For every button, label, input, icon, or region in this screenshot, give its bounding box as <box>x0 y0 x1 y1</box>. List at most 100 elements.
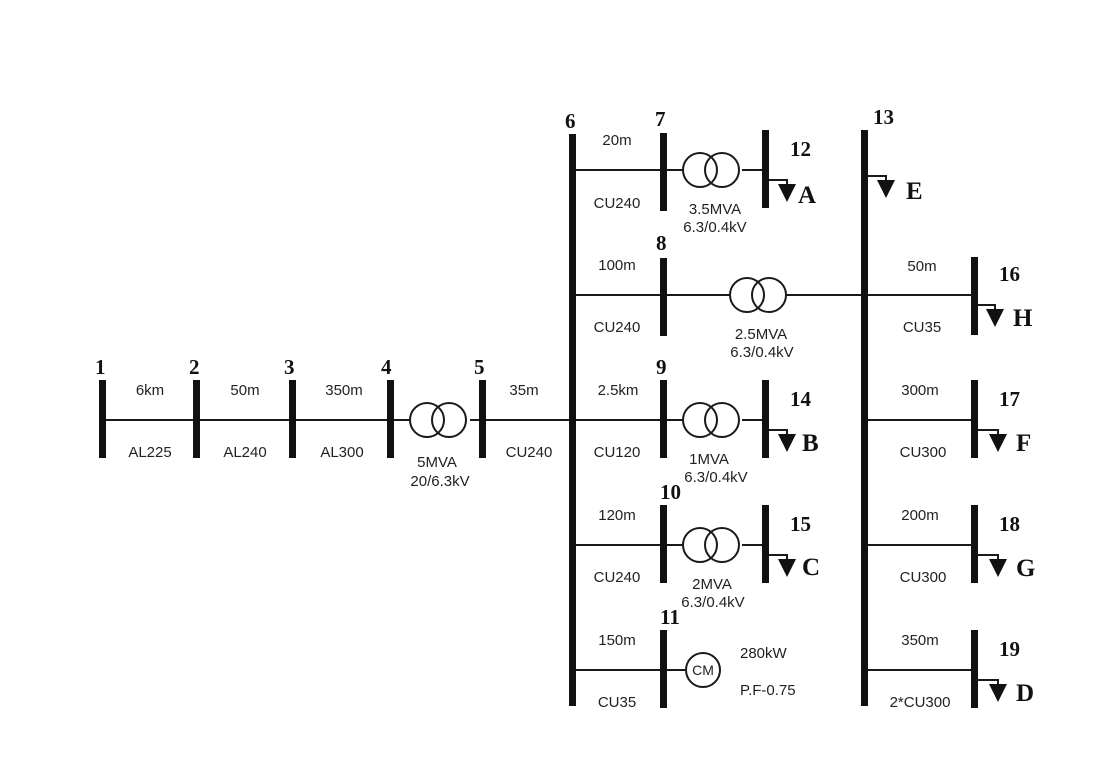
line-6-8-length: 100m <box>598 257 636 274</box>
line-6-9-cable: CU120 <box>594 444 641 461</box>
load-g-label: G <box>1016 555 1035 582</box>
wires <box>102 169 999 686</box>
load-c-label: C <box>802 554 820 581</box>
bus-17 <box>971 380 978 458</box>
line-5-6-cable: CU240 <box>506 444 553 461</box>
bus-11-label: 11 <box>660 605 680 629</box>
line-labels: 6km AL225 50m AL240 350m AL300 35m CU240… <box>128 132 950 711</box>
bus-15-label: 15 <box>790 512 811 536</box>
bus-7 <box>660 133 667 211</box>
bus-1 <box>99 380 106 458</box>
load-c-arrow-icon <box>778 559 796 577</box>
bus-18-label: 18 <box>999 512 1020 536</box>
line-6-10-cable: CU240 <box>594 569 641 586</box>
line-13-17-cable: CU300 <box>900 444 947 461</box>
bus-9-label: 9 <box>656 355 667 379</box>
line-13-18-length: 200m <box>901 507 939 524</box>
bus-15 <box>762 505 769 583</box>
line-2-3-length: 50m <box>230 382 259 399</box>
transformer-4-5-rating: 5MVA <box>417 454 457 471</box>
line-13-17-length: 300m <box>901 382 939 399</box>
bus-11 <box>660 630 667 708</box>
load-d-label: D <box>1016 680 1034 707</box>
transformer-10-15-rating: 2MVA <box>692 576 732 593</box>
bus-12 <box>762 130 769 208</box>
bus-4-label: 4 <box>381 355 392 379</box>
transformer-4-5-voltage: 20/6.3kV <box>410 473 469 490</box>
line-6-9-length: 2.5km <box>598 382 639 399</box>
load-d-arrow-icon <box>989 684 1007 702</box>
bus-5-label: 5 <box>474 355 485 379</box>
bus-8 <box>660 258 667 336</box>
line-1-2-length: 6km <box>136 382 164 399</box>
load-f-label: F <box>1016 430 1031 457</box>
line-13-19-cable: 2*CU300 <box>890 694 951 711</box>
bus-4 <box>387 380 394 458</box>
bus-12-label: 12 <box>790 137 811 161</box>
load-arrows <box>778 180 1007 702</box>
transformer-8-13 <box>729 277 787 313</box>
load-a-arrow-icon <box>778 184 796 202</box>
bus-16-label: 16 <box>999 262 1020 286</box>
bus-8-label: 8 <box>656 231 667 255</box>
motor-power-factor: P.F-0.75 <box>740 682 796 699</box>
bus-7-label: 7 <box>655 107 666 131</box>
bus-6 <box>569 134 576 706</box>
busbars <box>99 130 978 708</box>
transformer-10-15 <box>682 527 740 563</box>
line-13-16-cable: CU35 <box>903 319 941 336</box>
motor-symbol: CM <box>692 662 714 678</box>
transformer-7-12-voltage: 6.3/0.4kV <box>683 219 746 236</box>
bus-14-label: 14 <box>790 387 812 411</box>
bus-16 <box>971 257 978 335</box>
transformer-4-5 <box>409 402 467 438</box>
load-b-label: B <box>802 430 819 457</box>
motor: CM <box>685 652 721 688</box>
line-13-16-length: 50m <box>907 258 936 275</box>
line-6-7-cable: CU240 <box>594 195 641 212</box>
transformer-9-14-voltage: 6.3/0.4kV <box>684 469 747 486</box>
bus-14 <box>762 380 769 458</box>
transformer-7-12 <box>682 152 740 188</box>
load-b-arrow-icon <box>778 434 796 452</box>
bus-10 <box>660 505 667 583</box>
load-e-label: E <box>906 178 923 205</box>
bus-2-label: 2 <box>189 355 200 379</box>
bus-1-label: 1 <box>95 355 106 379</box>
line-2-3-cable: AL240 <box>223 444 266 461</box>
line-3-4-cable: AL300 <box>320 444 363 461</box>
bus-13 <box>861 130 868 706</box>
load-g-arrow-icon <box>989 559 1007 577</box>
bus-9 <box>660 380 667 458</box>
bus-13-label: 13 <box>873 105 894 129</box>
line-6-7-length: 20m <box>602 132 631 149</box>
load-f-arrow-icon <box>989 434 1007 452</box>
bus-6-label: 6 <box>565 109 576 133</box>
bus-numbers: 1 2 3 4 5 6 7 8 9 10 11 12 13 14 15 16 1… <box>95 105 1020 661</box>
bus-19-label: 19 <box>999 637 1020 661</box>
transformer-7-12-rating: 3.5MVA <box>689 201 741 218</box>
transformer-8-13-voltage: 6.3/0.4kV <box>730 344 793 361</box>
transformer-9-14 <box>682 402 740 438</box>
line-6-10-length: 120m <box>598 507 636 524</box>
bus-10-label: 10 <box>660 480 681 504</box>
line-6-8-cable: CU240 <box>594 319 641 336</box>
load-e-arrow-icon <box>877 180 895 198</box>
line-13-18-cable: CU300 <box>900 569 947 586</box>
motor-labels: 280kW P.F-0.75 <box>740 645 796 699</box>
bus-18 <box>971 505 978 583</box>
motor-power: 280kW <box>740 645 788 662</box>
line-6-11-length: 150m <box>598 632 636 649</box>
load-h-label: H <box>1013 305 1033 332</box>
transformer-10-15-voltage: 6.3/0.4kV <box>681 594 744 611</box>
line-13-19-length: 350m <box>901 632 939 649</box>
line-3-4-length: 350m <box>325 382 363 399</box>
bus-17-label: 17 <box>999 387 1020 411</box>
transformer-labels: 5MVA 20/6.3kV 3.5MVA 6.3/0.4kV 2.5MVA 6.… <box>410 201 793 611</box>
line-5-6-length: 35m <box>509 382 538 399</box>
line-1-2-cable: AL225 <box>128 444 171 461</box>
load-a-label: A <box>798 182 816 209</box>
line-6-11-cable: CU35 <box>598 694 636 711</box>
bus-2 <box>193 380 200 458</box>
